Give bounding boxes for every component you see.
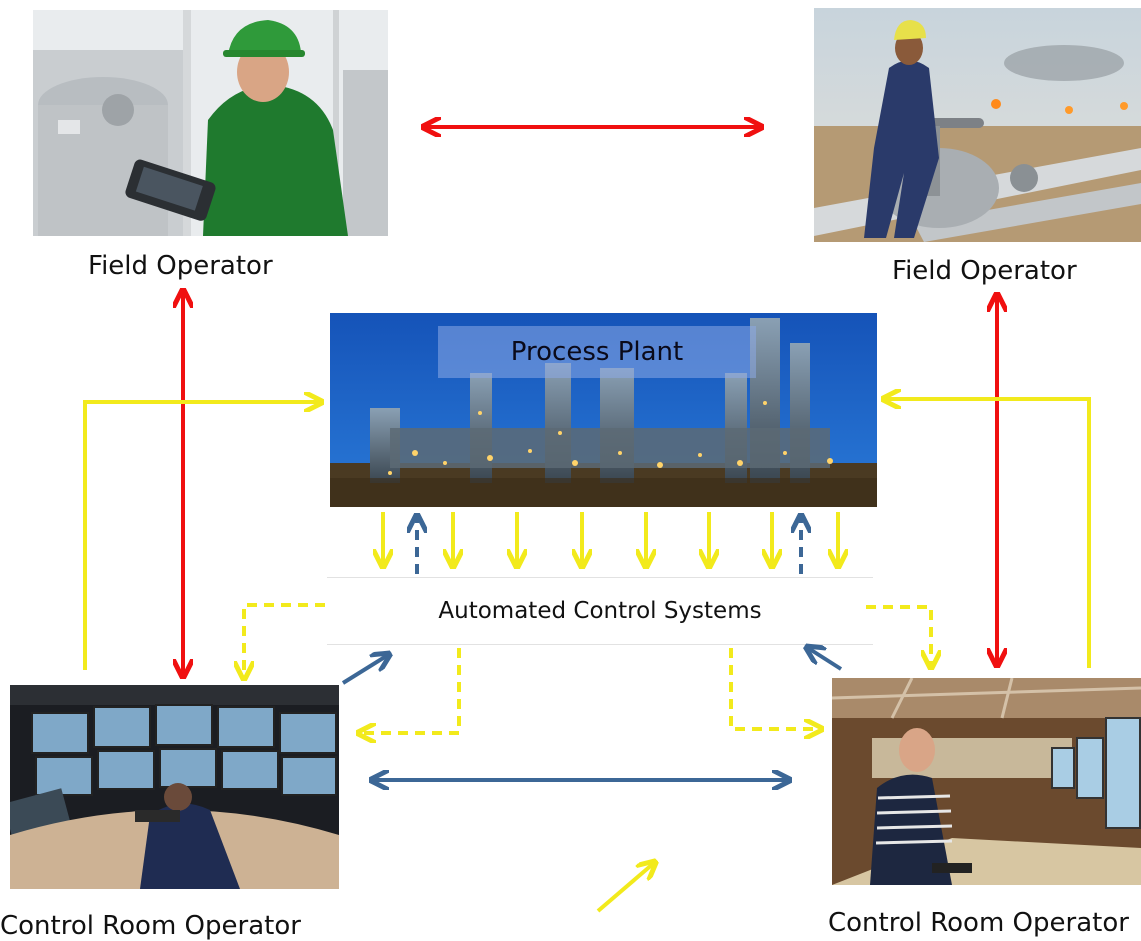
field-operator-left-photo [33,10,388,236]
control-left-to-acs-arrow [341,655,388,685]
control-room-right-photo [832,678,1141,885]
acs-to-control-left-arrow [244,603,325,677]
control-right-to-acs-arrow [808,648,843,671]
automated-control-systems-band: Automated Control Systems [327,577,873,645]
acs-to-control-left-lower-arrow [360,648,461,733]
control-room-left-label: Control Room Operator [0,911,301,941]
automated-control-systems-label: Automated Control Systems [438,598,762,624]
control-left-to-plant-arrow [83,402,320,670]
process-plant-title: Process Plant [438,326,756,378]
control-right-to-plant-arrow [885,399,1091,668]
control-room-left-photo [10,685,339,889]
field-operator-left-label: Field Operator [88,251,273,281]
stray-diagonal-arrow [596,863,654,913]
acs-to-control-right-lower-arrow [729,648,820,729]
blue-arrows [341,517,843,780]
acs-to-control-right-arrow [866,605,931,666]
field-operator-right-label: Field Operator [892,256,1077,286]
control-room-right-label: Control Room Operator [828,908,1129,938]
field-operator-right-photo [814,8,1141,242]
